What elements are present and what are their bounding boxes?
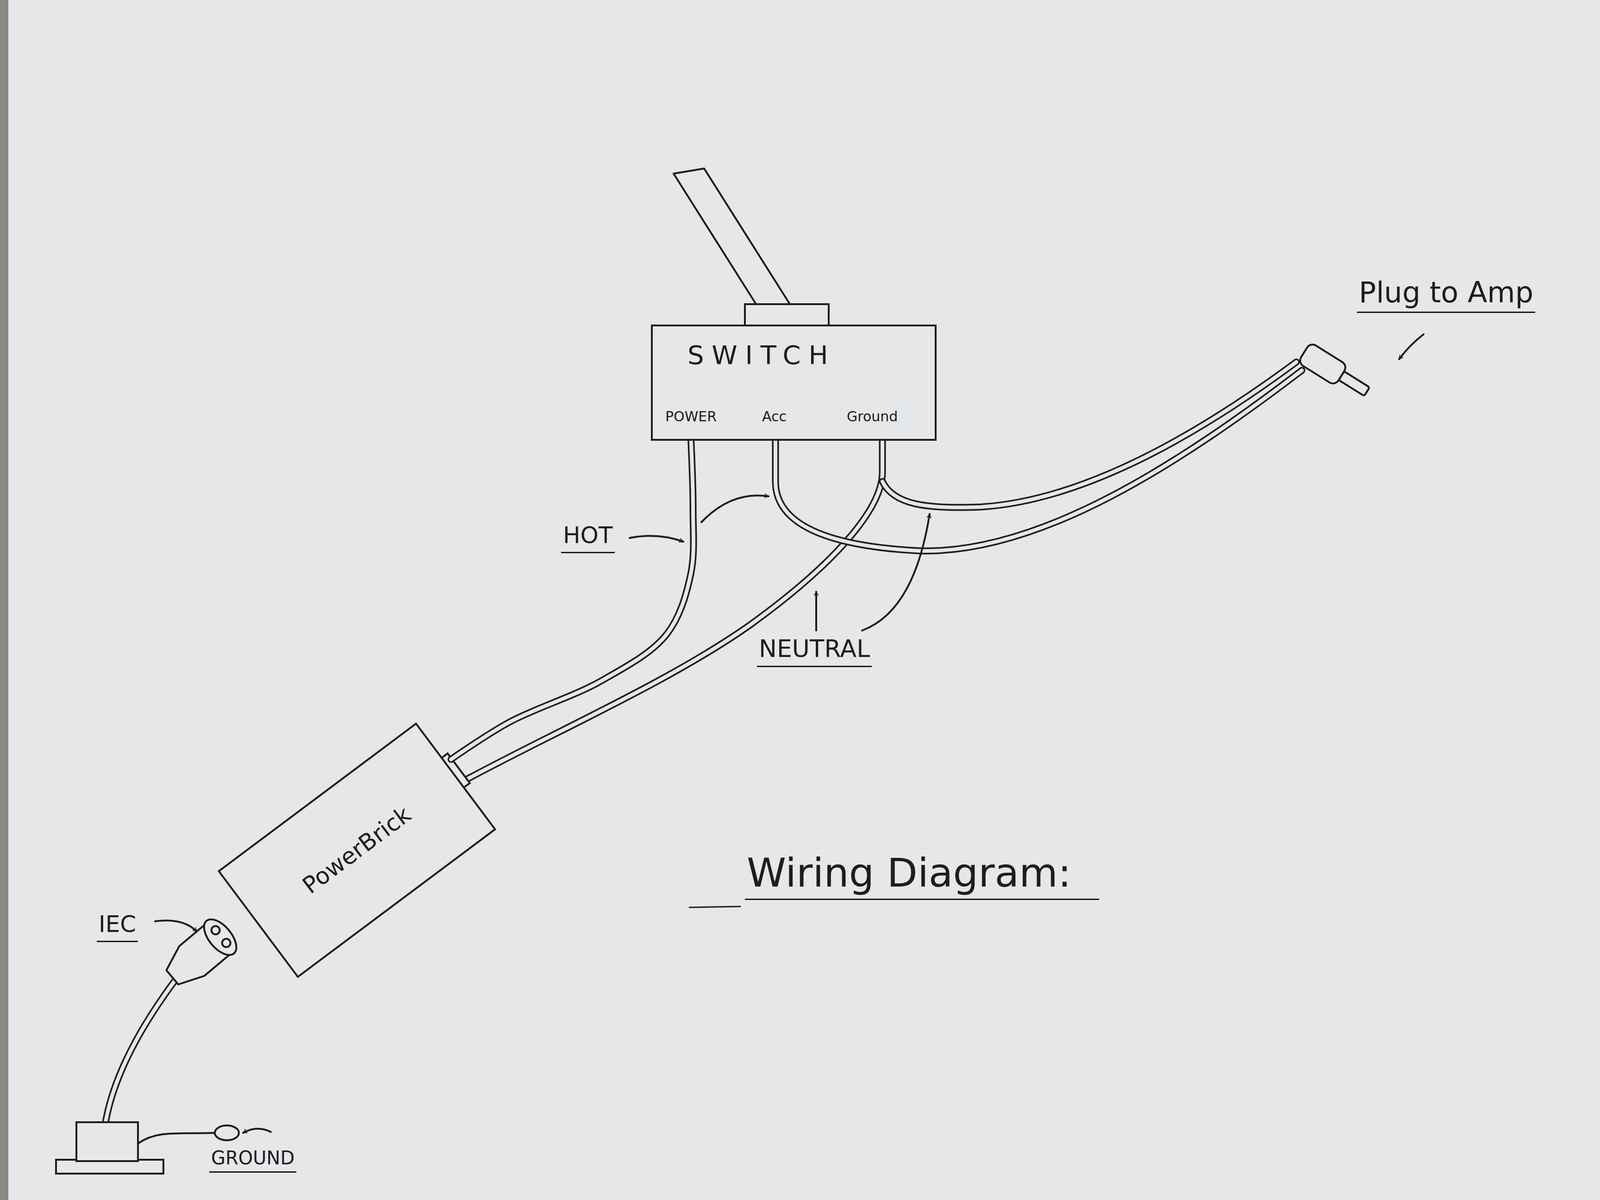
hot-leader [629,536,684,543]
iec-leader [155,920,197,932]
wire-label: HOT [561,522,615,554]
wire-core [450,440,694,760]
neutral-leader [815,591,818,631]
part-label: IEC [96,911,138,943]
neutral-leader [862,513,930,631]
terminal-label: POWER [665,408,717,425]
plug-leader [1399,334,1424,360]
wire-outline [450,440,694,760]
paper-edge [0,0,9,1200]
power-brick: PowerBrick [217,722,497,978]
brick-label: PowerBrick [297,800,417,900]
ground-wire [882,362,1297,508]
iec-cord [105,969,183,1123]
ground-lead [137,1125,239,1144]
terminal-label: Ground [846,408,898,425]
diagram-title: Wiring Diagram: [744,850,1100,900]
wire-label: NEUTRAL [756,635,872,668]
part-label: GROUND [209,1147,297,1173]
outlet-box [56,1122,164,1174]
part-label: Plug to Amp [1356,275,1536,313]
terminal-label: Acc [762,408,787,425]
hot-leader [701,495,769,523]
dc-plug [1297,342,1374,402]
switch-title: SWITCH [687,340,836,370]
ground-leader [243,1128,271,1133]
switch-box: SWITCH POWER Acc Ground [650,324,937,441]
iec-plug [158,913,243,994]
toggle-lever [673,168,829,328]
title-underline [688,906,741,908]
cable [450,440,694,760]
neutral-wire [466,440,883,780]
